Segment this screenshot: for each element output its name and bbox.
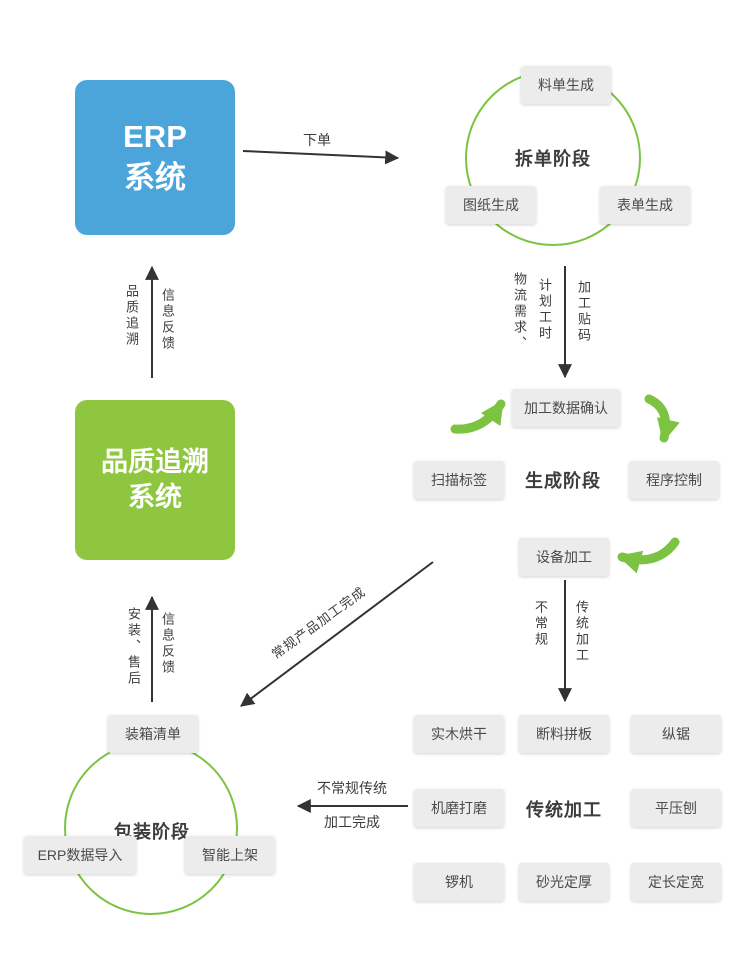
label-info-feedback-erp: 信息反馈 <box>160 288 175 352</box>
box-equipment-processing: 设备加工 <box>519 538 609 576</box>
box-processing-data-confirm: 加工数据确认 <box>512 389 620 427</box>
box-rip-saw: 纵锯 <box>631 715 721 753</box>
box-fixed-length-width: 定长定宽 <box>631 863 721 901</box>
green-arrow-up-icon <box>450 399 506 434</box>
box-scan-label: 扫描标签 <box>414 461 504 499</box>
box-solid-wood-drying: 实木烘干 <box>414 715 504 753</box>
stage-title-split: 拆单阶段 <box>515 149 591 169</box>
quality-trace-label-line1: 品质追溯 <box>101 446 209 477</box>
label-quality-trace: 品质追溯 <box>124 284 139 348</box>
label-place-order: 下单 <box>303 132 331 148</box>
box-erp-data-import: ERP数据导入 <box>24 836 136 874</box>
label-info-feedback-pack: 信息反馈 <box>160 612 175 676</box>
stage-title-traditional: 传统加工 <box>526 800 602 820</box>
label-traditional-processing: 传统加工 <box>574 600 589 664</box>
label-processing-code: 加工贴码 <box>576 280 591 344</box>
label-unconventional-done-line2: 加工完成 <box>324 814 380 830</box>
box-planer: 平压刨 <box>631 789 721 827</box>
box-program-control: 程序控制 <box>629 461 719 499</box>
box-material-list-generation: 料单生成 <box>521 66 611 104</box>
box-form-generation: 表单生成 <box>600 186 690 224</box>
label-unconventional: 不常规 <box>533 600 548 648</box>
box-smart-shelving: 智能上架 <box>185 836 275 874</box>
erp-system-label-line2: 系统 <box>124 159 186 195</box>
green-arrow-left-icon <box>617 537 680 574</box>
stage-title-generate: 生成阶段 <box>525 471 601 491</box>
label-install-aftersale: 安装、售后 <box>126 607 141 687</box>
box-machine-grinding: 机磨打磨 <box>414 789 504 827</box>
label-unconventional-done-line1: 不常规传统 <box>317 780 387 796</box>
green-arrow-down-icon <box>644 394 680 443</box>
arrow-regular-to-packing <box>240 561 434 707</box>
quality-trace-system-node: 品质追溯 系统 <box>75 400 235 560</box>
box-drawing-generation: 图纸生成 <box>446 186 536 224</box>
box-router-machine: 锣机 <box>414 863 504 901</box>
erp-system-label-line1: ERP <box>123 119 187 155</box>
quality-trace-label-line2: 系统 <box>128 482 182 512</box>
arrow-order <box>242 150 400 165</box>
box-cutting-panel-jointing: 断料拼板 <box>519 715 609 753</box>
box-sanding-thickness: 砂光定厚 <box>519 863 609 901</box>
erp-system-node: ERP 系统 <box>75 80 235 235</box>
label-planned-hours: 计划工时 <box>537 278 552 342</box>
box-packing-list: 装箱清单 <box>108 715 198 753</box>
label-logistics-demand: 物流需求、 <box>512 272 527 352</box>
